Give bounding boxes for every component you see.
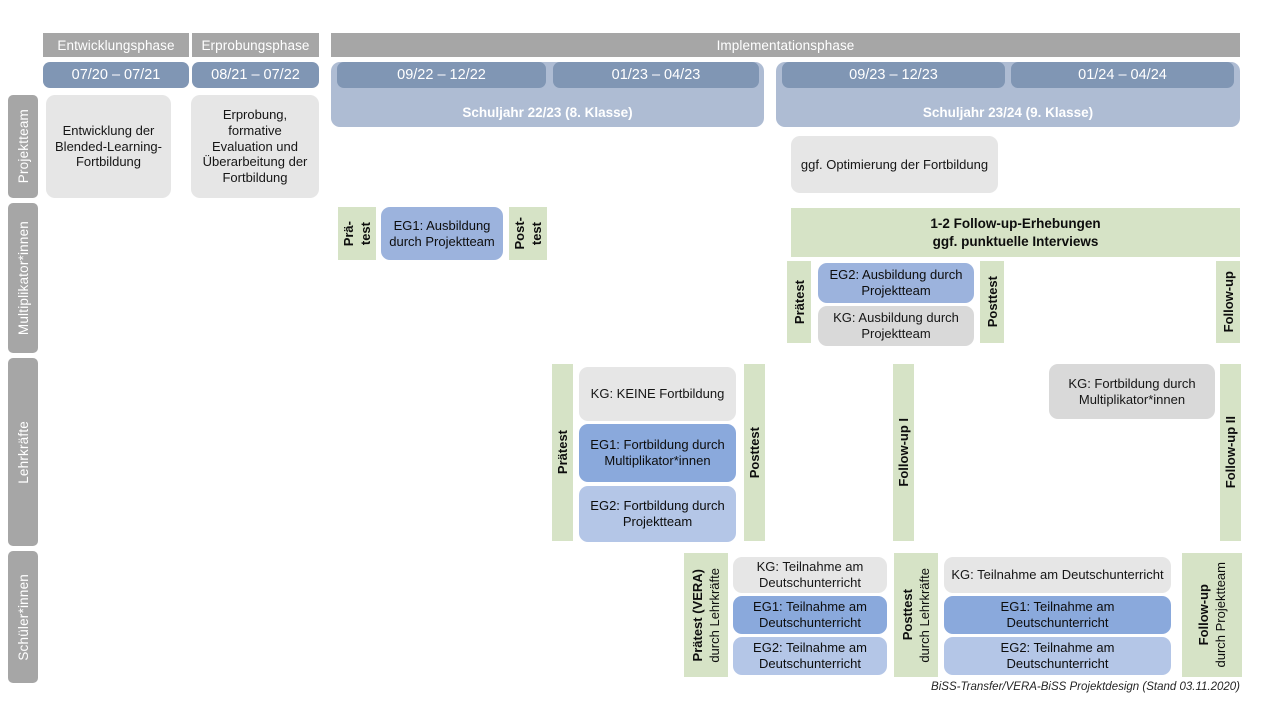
banner-line-2: ggf. punktuelle Interviews [932, 233, 1099, 249]
box-label: EG2: Teilnahme am Deutschunterricht [1000, 640, 1115, 671]
phase-entwicklungsphase: Entwicklungsphase [43, 33, 189, 57]
period-chip-0124-0424: 01/24 – 04/24 [1011, 62, 1234, 88]
banner-line-1: 1-2 Follow-up-Erhebungen [930, 215, 1101, 231]
posttest-bold-label: Posttest [900, 589, 915, 641]
multiplikatoren-praetest2-bar: Prätest [787, 261, 811, 343]
period-chip-0923-1223: 09/23 – 12/23 [782, 62, 1005, 88]
box-label: EG2: Teilnahme am Deutschunterricht [753, 640, 867, 671]
period-label: 01/23 – 04/23 [611, 67, 701, 83]
multiplikatoren-posttest-bar: Post- test [509, 207, 547, 260]
multiplikatoren-followup-banner: 1-2 Follow-up-Erhebungen ggf. punktuelle… [791, 208, 1240, 257]
role-text: Multiplikator*innen [15, 220, 31, 336]
projektteam-optimierung-box: ggf. Optimierung der Fortbildung [791, 136, 998, 193]
multiplikatoren-kg-box: KG: Ausbildung durch Projektteam [818, 306, 974, 346]
multiplikatoren-eg1-box: EG1: Ausbildung durch Projektteam [381, 207, 503, 260]
multiplikatoren-posttest2-bar: Posttest [980, 261, 1004, 343]
lehrkraefte-kg-keine-box: KG: KEINE Fortbildung [579, 367, 736, 421]
phase-erprobungsphase: Erprobungsphase [192, 33, 319, 57]
posttest-line1: Post- [512, 217, 527, 250]
posttest-sub-label: durch Lehrkräfte [917, 567, 932, 663]
multiplikatoren-followup-bar: Follow-up [1216, 261, 1240, 343]
lehrkraefte-kg-fortbildung-box: KG: Fortbildung durch Multiplikator*inne… [1049, 364, 1215, 419]
followup2-label: Follow-up II [1223, 416, 1238, 489]
followup-bold-label: Follow-up [1196, 584, 1211, 646]
lehrkraefte-posttest-bar: Posttest [744, 364, 765, 541]
box-label: EG2: Fortbildung durch Projektteam [590, 498, 725, 529]
period-label: 01/24 – 04/24 [1078, 67, 1167, 83]
praetest-sub-label: durch Lehrkräfte [707, 567, 722, 663]
multiplikatoren-praetest-bar: Prä- test [338, 207, 376, 260]
footer-caption: BiSS-Transfer/VERA-BiSS Projektdesign (S… [700, 681, 1240, 699]
lehrkraefte-followup1-bar: Follow-up I [893, 364, 914, 541]
period-label: 07/20 – 07/21 [71, 67, 161, 83]
box-label: EG1: Teilnahme am Deutschunterricht [753, 599, 867, 630]
projektteam-erprobung-box: Erprobung, formative Evaluation und Über… [191, 95, 319, 198]
schueler-posttest-bar: Posttest durch Lehrkräfte [894, 553, 938, 677]
footer-text: BiSS-Transfer/VERA-BiSS Projektdesign (S… [931, 681, 1240, 693]
period-label: 08/21 – 07/22 [211, 67, 300, 83]
box-label: KG: Ausbildung durch Projektteam [833, 310, 959, 341]
praetest-line1: Prä- [341, 220, 356, 247]
box-label: ggf. Optimierung der Fortbildung [800, 156, 989, 172]
box-label: EG1: Teilnahme am Deutschunterricht [1000, 599, 1115, 630]
box-label: KG: Fortbildung durch Multiplikator*inne… [1068, 375, 1196, 407]
role-text: Lehrkräfte [15, 420, 31, 484]
period-label: 09/23 – 12/23 [849, 67, 938, 83]
followup-sub-label: durch Projektteam [1213, 562, 1228, 668]
role-label-lehrkraefte: Lehrkräfte [8, 358, 38, 546]
phase-label: Erprobungsphase [201, 37, 310, 53]
school-year-label: Schuljahr 22/23 (8. Klasse) [462, 105, 633, 120]
box-label: KG: Teilnahme am Deutschunterricht [756, 559, 864, 590]
schueler-right-eg1-box: EG1: Teilnahme am Deutschunterricht [944, 596, 1171, 634]
lehrkraefte-followup2-bar: Follow-up II [1220, 364, 1241, 541]
box-label: KG: Teilnahme am Deutschunterricht [951, 567, 1164, 583]
posttest-line2: test [529, 221, 544, 246]
role-text: Projektteam [15, 109, 31, 184]
schueler-followup-bar: Follow-up durch Projektteam [1182, 553, 1242, 677]
followup-label: Follow-up [1220, 271, 1236, 333]
posttest-label: Posttest [747, 426, 762, 479]
role-text: Schüler*innen [15, 573, 31, 661]
box-label: KG: KEINE Fortbildung [590, 386, 725, 402]
schueler-left-eg1-box: EG1: Teilnahme am Deutschunterricht [733, 596, 887, 634]
box-label: Entwicklung der Blended-Learning-Fortbil… [55, 122, 162, 170]
phase-label: Implementationsphase [716, 37, 855, 53]
praetest-bold-label: Prätest (VERA) [690, 568, 705, 662]
period-chip-0123-0423: 01/23 – 04/23 [553, 62, 759, 88]
lehrkraefte-eg1-box: EG1: Fortbildung durch Multiplikator*inn… [579, 424, 736, 482]
multiplikatoren-eg2-box: EG2: Ausbildung durch Projektteam [818, 263, 974, 303]
box-label: Erprobung, formative Evaluation und Über… [202, 106, 308, 186]
box-label: EG2: Ausbildung durch Projektteam [829, 267, 963, 298]
schueler-praetest-bar: Prätest (VERA) durch Lehrkräfte [684, 553, 728, 677]
phase-label: Entwicklungsphase [57, 37, 175, 53]
school-year-label: Schuljahr 23/24 (9. Klasse) [922, 105, 1094, 120]
period-label: 09/22 – 12/22 [397, 67, 486, 83]
praetest-label: Prätest [791, 279, 807, 325]
schueler-left-eg2-box: EG2: Teilnahme am Deutschunterricht [733, 637, 887, 675]
followup1-label: Follow-up I [896, 418, 911, 487]
praetest-line2: test [358, 221, 373, 246]
role-label-multiplikatorinnen: Multiplikator*innen [8, 203, 38, 353]
phase-implementationsphase: Implementationsphase [331, 33, 1240, 57]
schueler-left-kg-box: KG: Teilnahme am Deutschunterricht [733, 557, 887, 593]
period-chip-0922-1222: 09/22 – 12/22 [337, 62, 546, 88]
posttest-label: Posttest [984, 276, 1000, 328]
praetest-label: Prätest [555, 430, 570, 475]
schueler-right-kg-box: KG: Teilnahme am Deutschunterricht [944, 557, 1171, 593]
box-label: EG1: Fortbildung durch Multiplikator*inn… [590, 437, 725, 468]
period-chip-0720-0721: 07/20 – 07/21 [43, 62, 189, 88]
lehrkraefte-praetest-bar: Prätest [552, 364, 573, 541]
role-label-schuelerinnen: Schüler*innen [8, 551, 38, 683]
role-label-projektteam: Projektteam [8, 95, 38, 198]
projektteam-entwicklung-box: Entwicklung der Blended-Learning-Fortbil… [46, 95, 171, 198]
lehrkraefte-eg2-box: EG2: Fortbildung durch Projektteam [579, 486, 736, 542]
box-label: EG1: Ausbildung durch Projektteam [389, 217, 495, 249]
schueler-right-eg2-box: EG2: Teilnahme am Deutschunterricht [944, 637, 1171, 675]
period-chip-0821-0722: 08/21 – 07/22 [192, 62, 319, 88]
